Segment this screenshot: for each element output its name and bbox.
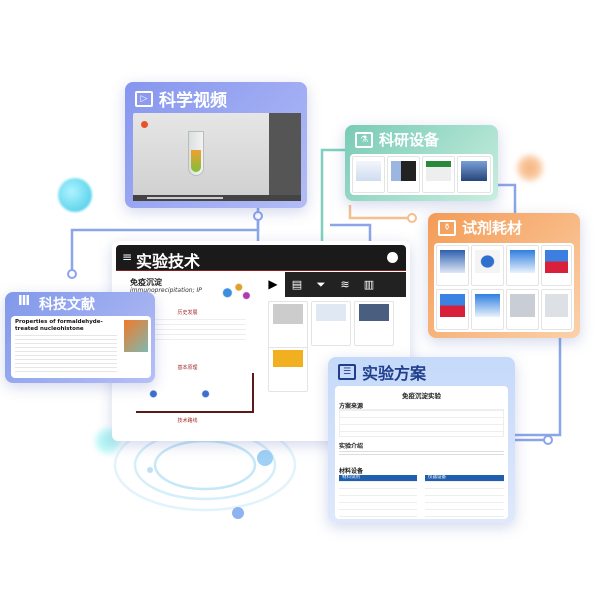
equipment-item[interactable] (387, 156, 420, 193)
video-icon: ▷ (135, 90, 153, 107)
protocol-doc-title: 免疫沉淀实验 (402, 392, 441, 400)
technique-header: ≡ 实验技术 (116, 245, 406, 271)
equipment-item[interactable] (422, 156, 455, 193)
beaker-icon: ⚱ (438, 219, 456, 236)
materials-heading: 材料设备 (339, 468, 364, 475)
reagent-grid (434, 243, 574, 332)
tube-illustration (188, 131, 204, 176)
decor-cyan-orb (58, 178, 92, 212)
instruments-list: 仪器设备 (425, 475, 504, 517)
reagent-item[interactable] (436, 289, 469, 330)
menu-icon[interactable]: ≡ (122, 250, 133, 264)
tab-filter[interactable]: ⏷ (309, 272, 333, 297)
paper-preview[interactable]: Properties of formaldehyde-treated nucle… (11, 316, 151, 378)
reagent-item[interactable] (436, 245, 469, 286)
tab-layers[interactable]: ≋ (333, 272, 357, 297)
decor-orange-orb (517, 155, 543, 181)
reagent-item[interactable] (471, 245, 504, 286)
tab-bar: ▶ ▤ ⏷ ≋ ▥ (261, 272, 406, 297)
section-history: 历史发展 (177, 310, 198, 316)
protocol-document: 免疫沉淀实验 方案来源 实验介绍 材料设备 材料试剂 仪器设备 (335, 386, 508, 519)
tab-protocol[interactable]: ▤ (285, 272, 309, 297)
record-badge (141, 121, 148, 128)
equipment-item[interactable] (352, 156, 385, 193)
video-player[interactable] (133, 113, 301, 201)
reagents-list: 材料试剂 (339, 475, 417, 517)
tab-video[interactable]: ▶ (261, 272, 285, 297)
reagent-item[interactable] (471, 289, 504, 330)
reagent-item[interactable] (506, 245, 539, 286)
video-card[interactable] (268, 347, 308, 392)
equipment-grid (350, 154, 493, 195)
technique-title: 实验技术 (136, 252, 201, 271)
paper-title: Properties of formaldehyde-treated nucle… (15, 319, 103, 332)
reagent-item[interactable] (506, 289, 539, 330)
video-card[interactable] (311, 301, 351, 346)
protocol-panel-title: ☰实验方案 (338, 360, 426, 384)
source-heading: 方案来源 (339, 403, 364, 410)
molecule-illustration (216, 276, 254, 304)
video-panel-title: ▷科学视频 (135, 86, 227, 111)
user-icon[interactable] (387, 252, 398, 263)
tab-bar-filler (381, 272, 406, 297)
section-principle: 基本原理 (177, 365, 198, 371)
equipment-item[interactable] (457, 156, 491, 193)
reagents-heading: 材料试剂 (339, 475, 417, 481)
reagent-item[interactable] (541, 289, 572, 330)
reagent-panel-title: ⚱试剂耗材 (438, 217, 522, 238)
section-route: 技术路线 (177, 418, 198, 424)
instruments-heading: 仪器设备 (425, 475, 504, 481)
reagent-panel: ⚱试剂耗材 (428, 213, 580, 338)
books-icon: Ⅲ (17, 294, 31, 309)
article-title: 免疫沉淀 (130, 278, 162, 287)
reagent-item[interactable] (541, 245, 572, 286)
video-card[interactable] (354, 301, 394, 346)
flask-icon: ⚗ (355, 131, 373, 148)
intro-text (339, 451, 504, 457)
video-panel: ▷科学视频 (125, 82, 307, 208)
journal-cover (124, 320, 148, 352)
equipment-panel-title: ⚗科研设备 (355, 129, 439, 150)
video-sidebar (269, 113, 301, 201)
protocol-panel: ☰实验方案 免疫沉淀实验 方案来源 实验介绍 材料设备 材料试剂 仪器设备 (328, 357, 515, 523)
video-card[interactable] (268, 301, 308, 353)
intro-heading: 实验介绍 (339, 443, 364, 450)
source-table (339, 409, 504, 437)
video-progress-bar[interactable] (133, 195, 301, 201)
clipboard-icon: ☰ (338, 364, 356, 380)
equipment-panel: ⚗科研设备 (345, 125, 498, 201)
tab-books[interactable]: ▥ (357, 272, 381, 297)
principle-diagram (136, 373, 254, 413)
paper-text (15, 335, 117, 375)
article-subtitle: immunoprecipitation; IP (130, 287, 202, 294)
